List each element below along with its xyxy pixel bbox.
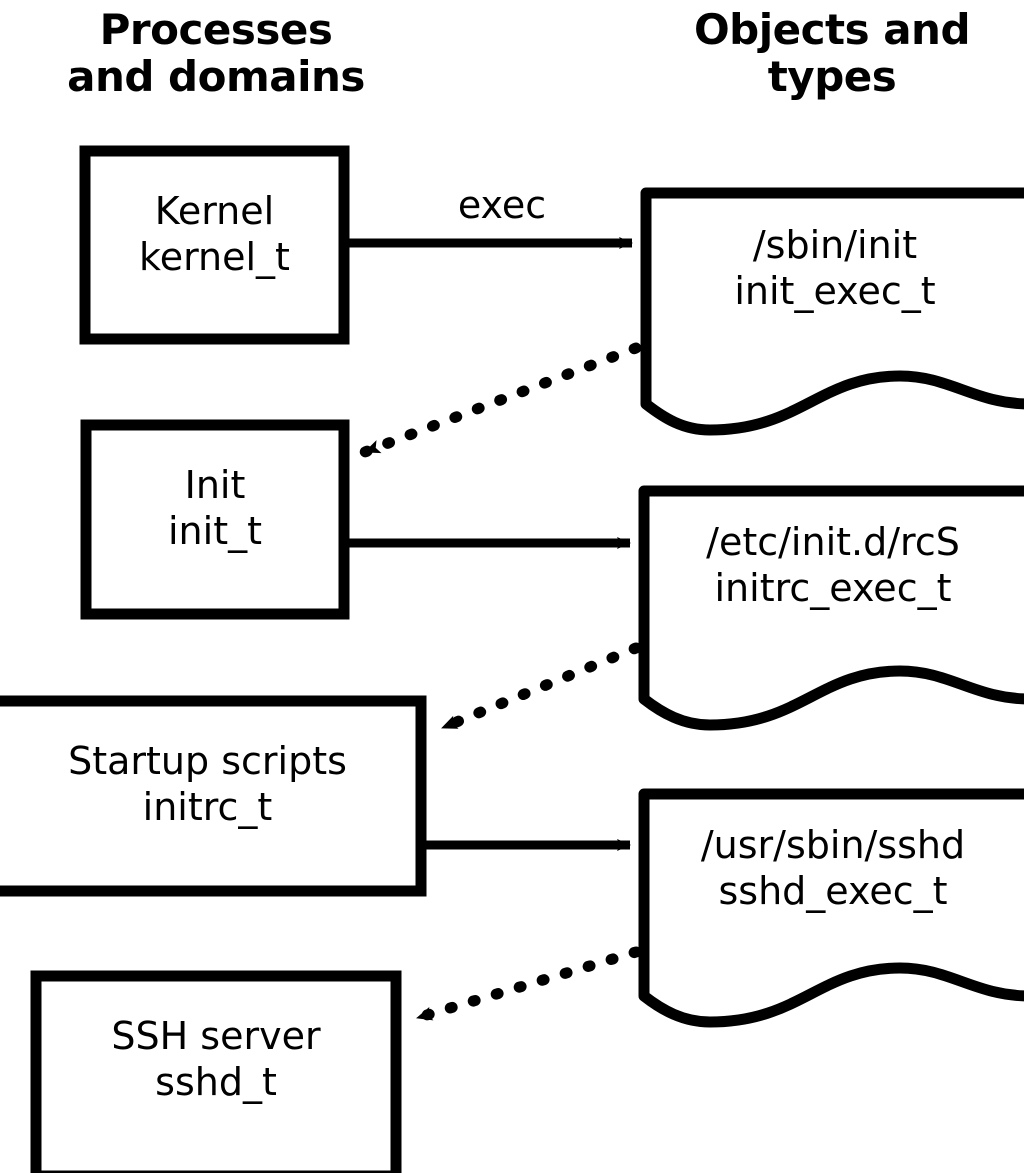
edge-label-exec: exec <box>457 183 547 227</box>
column-heading-objects: Objects and types <box>693 5 971 102</box>
object-doc-initrc-exec[interactable] <box>638 485 1024 731</box>
process-box-sshd[interactable] <box>30 970 402 1173</box>
edge-sshd-exec-to-sshd <box>411 946 642 1024</box>
process-box-init[interactable] <box>80 419 350 620</box>
process-box-initrc[interactable] <box>0 695 427 897</box>
edge-initrc-exec-to-initrc <box>436 642 642 734</box>
object-doc-sshd-exec[interactable] <box>638 788 1024 1028</box>
column-heading-processes: Processes and domains <box>67 5 365 102</box>
edge-init-exec-to-init <box>359 342 642 458</box>
process-box-kernel[interactable] <box>79 145 350 345</box>
object-doc-init-exec[interactable] <box>640 187 1024 436</box>
